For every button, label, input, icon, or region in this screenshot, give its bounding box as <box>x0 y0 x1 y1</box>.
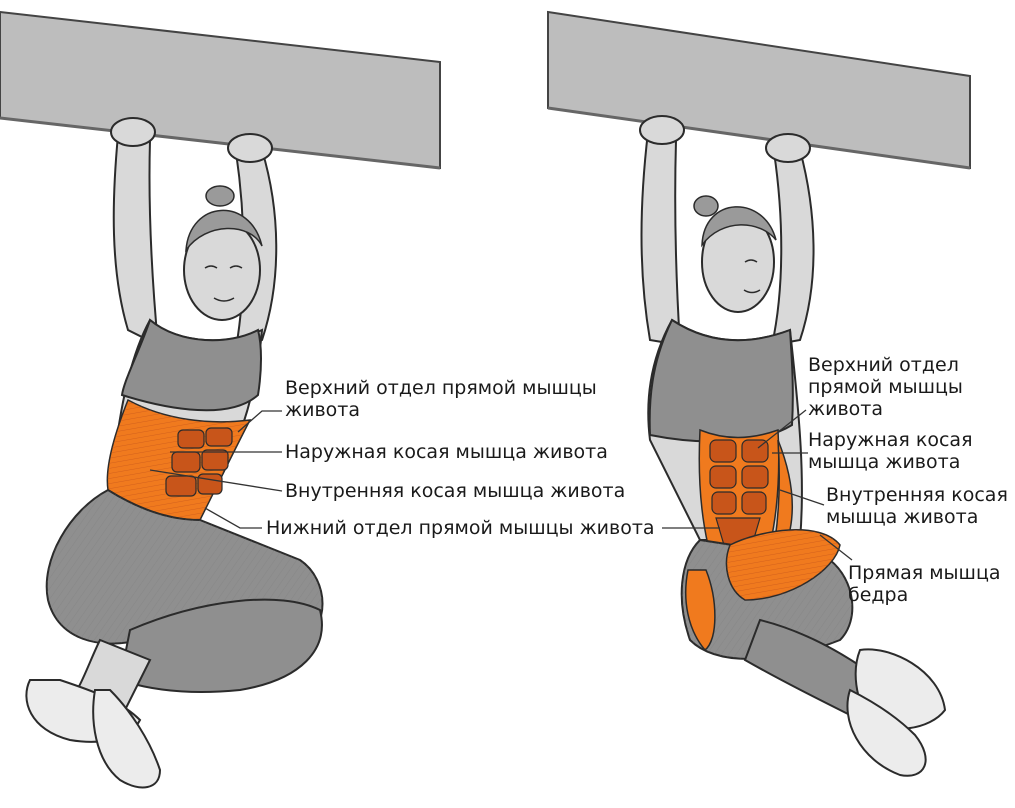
label-line: мышца живота <box>826 506 1008 528</box>
label-rectus-femoris-2: Прямая мышца бедра <box>848 562 1001 606</box>
sports-bra-2 <box>650 320 793 442</box>
label-line: Прямая мышца <box>848 562 1001 584</box>
label-line: прямой мышцы <box>808 376 963 398</box>
label-external-oblique-1: Наружная косая мышца живота <box>285 441 608 463</box>
label-line: Верхний отдел прямой мышцы <box>285 377 597 399</box>
label-upper-rectus-2: Верхний отдел прямой мышцы живота <box>808 354 963 420</box>
label-line: Нижний отдел прямой мышцы живота <box>266 517 655 539</box>
label-line: Верхний отдел <box>808 354 963 376</box>
left-arm-2 <box>642 132 681 345</box>
label-line: живота <box>285 399 597 421</box>
label-upper-rectus-1: Верхний отдел прямой мышцы живота <box>285 377 597 421</box>
label-line: мышца живота <box>808 451 973 473</box>
label-external-oblique-2: Наружная косая мышца живота <box>808 429 973 473</box>
label-line: Наружная косая <box>808 429 973 451</box>
label-line: живота <box>808 398 963 420</box>
pullup-bar-2 <box>548 12 970 168</box>
pullup-bar-1 <box>0 12 440 168</box>
left-arm-1 <box>114 135 158 345</box>
label-line: бедра <box>848 584 1001 606</box>
label-line: Внутренняя косая мышца живота <box>285 480 625 502</box>
right-arm-2 <box>772 150 814 345</box>
label-line: Наружная косая мышца живота <box>285 441 608 463</box>
label-internal-oblique-1: Внутренняя косая мышца живота <box>285 480 625 502</box>
label-internal-oblique-2: Внутренняя косая мышца живота <box>826 484 1008 528</box>
label-line: Внутренняя косая <box>826 484 1008 506</box>
label-lower-rectus-1: Нижний отдел прямой мышцы живота <box>266 517 655 539</box>
